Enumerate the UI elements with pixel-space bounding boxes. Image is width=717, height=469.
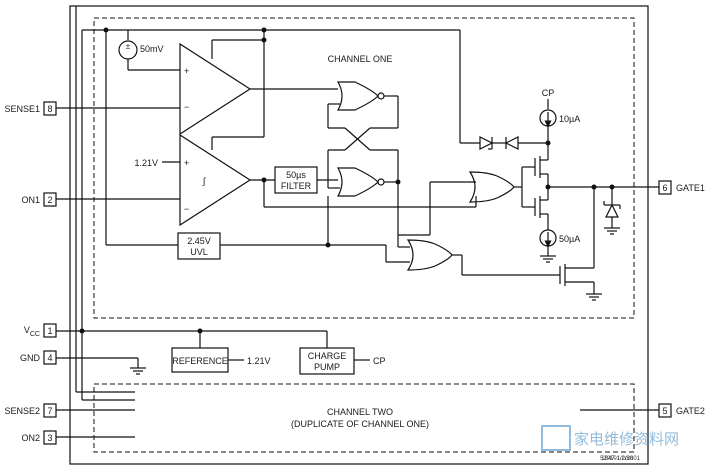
watermark-text: 家电维修资料网: [574, 431, 679, 448]
gate-driver-transistors: [521, 156, 659, 230]
pin-gate1: 6 GATE1: [658, 180, 705, 195]
reference-label: REFERENCE: [172, 356, 228, 366]
svg-text:+: +: [184, 66, 189, 76]
uvlo-line1: 2.45V: [187, 236, 211, 246]
pin-vcc-label: VCC: [24, 325, 40, 338]
pullup-current: 10µA: [559, 114, 580, 124]
svg-text:−: −: [184, 102, 189, 112]
channel-two-title: CHANNEL TWO: [327, 407, 393, 417]
pin-gnd-number: 4: [47, 353, 52, 363]
charge-pump-output: CP: [373, 356, 386, 366]
svg-text:−: −: [184, 204, 189, 214]
pin-on1-label: ON1: [21, 195, 40, 205]
svg-text:∫: ∫: [202, 176, 207, 186]
pulldown-current-source: 50µA: [539, 229, 580, 263]
pin-gate1-number: 6: [662, 183, 667, 193]
watermark: 家电维修资料网 520101.com: [541, 425, 679, 462]
uvlo-block: 2.45V UVL: [106, 232, 410, 263]
pin-on2-number: 3: [47, 433, 52, 443]
filter-block: 50µs FILTER: [274, 166, 338, 194]
channel-two-subtitle: (DUPLICATE OF CHANNEL ONE): [291, 419, 429, 429]
channel-one-title: CHANNEL ONE: [328, 54, 393, 64]
charge-pump-line2: PUMP: [314, 362, 340, 372]
pin-sense1-number: 8: [47, 104, 52, 114]
pin-gate2-label: GATE2: [676, 406, 705, 416]
reference-output: 1.21V: [247, 356, 271, 366]
filter-line2: FILTER: [281, 181, 312, 191]
diode-chain: [264, 29, 551, 150]
pulldown-current: 50µA: [559, 234, 580, 244]
pin-gnd: GND 4: [20, 350, 57, 365]
pin-on1: ON1 2: [21, 192, 57, 207]
pin-sense1: SENSE1 8: [4, 101, 57, 116]
cp-label: CP: [542, 88, 555, 98]
svg-text:±: ±: [126, 42, 131, 51]
uvlo-or-gate: [406, 239, 560, 276]
pin-gate2: 5 GATE2: [658, 403, 705, 418]
pin-vcc: VCC 1: [24, 323, 57, 338]
pin-vcc-number: 1: [47, 326, 52, 336]
on-ref-voltage: 1.21V: [134, 158, 158, 168]
charge-pump-block: CHARGE PUMP CP: [299, 347, 386, 375]
sr-latch: [325, 81, 410, 248]
pin-on2-label: ON2: [21, 433, 40, 443]
pin-on2: ON2 3: [21, 430, 57, 445]
pullup-current-source: CP 10µA: [539, 88, 580, 160]
figure-code: 1847-1/2/3801: [601, 456, 640, 462]
uvlo-line2: UVL: [190, 247, 208, 257]
sense-comparator: + −: [56, 42, 338, 136]
pin-sense2-number: 7: [47, 406, 52, 416]
pin-sense2-label: SENSE2: [4, 406, 40, 416]
on-comparator: + − ∫ 1.21V: [56, 27, 275, 227]
pin-gate1-label: GATE1: [676, 183, 705, 193]
pulldown-transistor: [559, 187, 602, 301]
pin-gnd-label: GND: [20, 353, 41, 363]
charge-pump-line1: CHARGE: [308, 351, 347, 361]
gate-or-gate: [261, 171, 522, 236]
offset-voltage-source: ± 50mV: [103, 27, 180, 245]
pin-on1-number: 2: [47, 195, 52, 205]
pin-sense2: SENSE2 7: [4, 403, 57, 418]
pin-gate2-number: 5: [662, 406, 667, 416]
svg-text:+: +: [184, 158, 189, 168]
filter-line1: 50µs: [286, 170, 306, 180]
reference-block: REFERENCE 1.21V: [171, 347, 271, 373]
zener-clamp: [603, 187, 621, 235]
pin-sense1-label: SENSE1: [4, 104, 40, 114]
offset-voltage-label: 50mV: [140, 44, 164, 54]
channel-one-region: [93, 17, 635, 319]
watermark-url: 520101.com: [600, 456, 633, 462]
